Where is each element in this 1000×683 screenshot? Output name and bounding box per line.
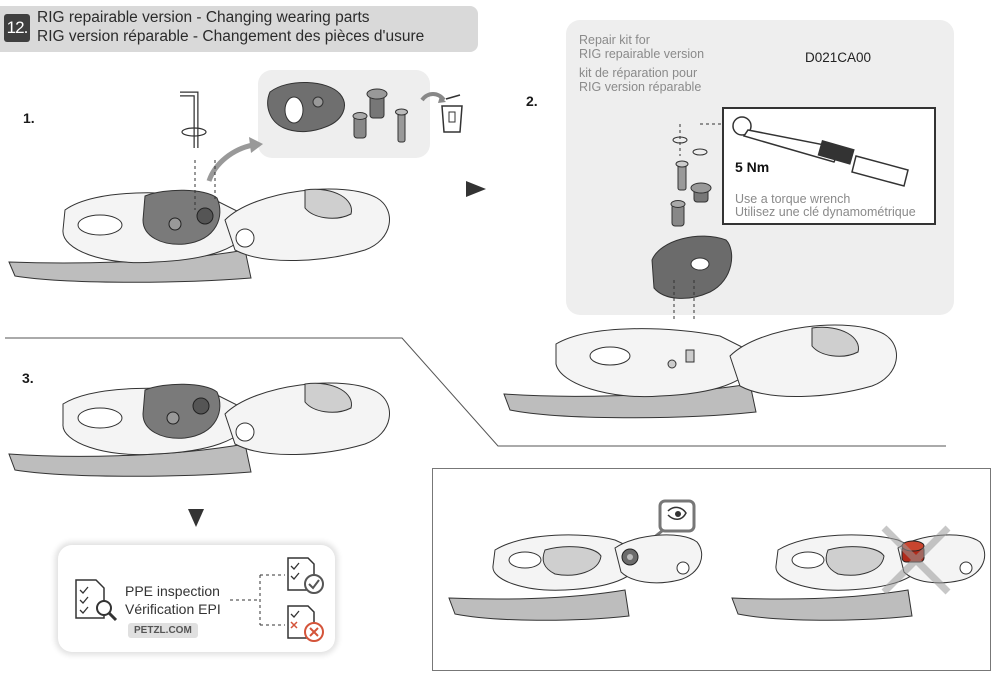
rig-device-step3 xyxy=(8,382,390,477)
result-comparison-box xyxy=(432,468,991,671)
step-number-badge: 12. xyxy=(4,14,30,42)
inspection-fail-icon xyxy=(287,605,324,642)
title-english: RIG repairable version - Changing wearin… xyxy=(37,9,370,26)
inspection-pass-icon xyxy=(287,557,324,594)
removed-parts-illustration xyxy=(267,82,408,143)
torque-instruction-english: Use a torque wrench xyxy=(735,192,851,206)
rig-device-step2 xyxy=(503,324,897,419)
repair-kit-line-2: RIG repairable version xyxy=(579,47,705,61)
header-banner xyxy=(0,6,478,52)
inspection-english: PPE inspection xyxy=(125,583,220,599)
next-step-arrow-icon xyxy=(466,181,486,197)
repair-kit-reference: D021CA00 xyxy=(805,50,872,65)
repair-kit-line-1: Repair kit for xyxy=(579,33,650,47)
step-1-label: 1. xyxy=(23,110,35,126)
torque-instruction-french: Utilisez une clé dynamométrique xyxy=(735,205,916,219)
petzl-website-link[interactable]: PETZL.COM xyxy=(128,623,198,638)
rig-device-step1 xyxy=(8,160,390,283)
step-3-label: 3. xyxy=(22,370,34,386)
rig-device-worn xyxy=(731,534,985,621)
rig-device-ok xyxy=(448,534,702,621)
torque-wrench-box xyxy=(722,107,936,225)
checklist-magnifier-icon xyxy=(75,579,118,622)
inspection-french: Vérification EPI xyxy=(125,601,221,617)
step-2-label: 2. xyxy=(526,93,538,109)
repair-kit-line-4: RIG version réparable xyxy=(579,80,702,94)
curved-arrow-to-parts xyxy=(206,137,263,182)
reject-cross-icon xyxy=(881,525,951,595)
repair-kit-line-3: kit de réparation pour xyxy=(579,66,698,80)
allen-key-icon xyxy=(180,91,207,148)
torque-wrench-icon xyxy=(732,116,909,187)
down-arrow-icon xyxy=(188,509,204,527)
inspection-connector-lines xyxy=(230,574,285,626)
title-french: RIG version réparable - Changement des p… xyxy=(37,28,425,45)
torque-value: 5 Nm xyxy=(735,159,770,175)
new-parts-illustration xyxy=(651,123,733,320)
trash-bin-icon xyxy=(420,92,463,133)
